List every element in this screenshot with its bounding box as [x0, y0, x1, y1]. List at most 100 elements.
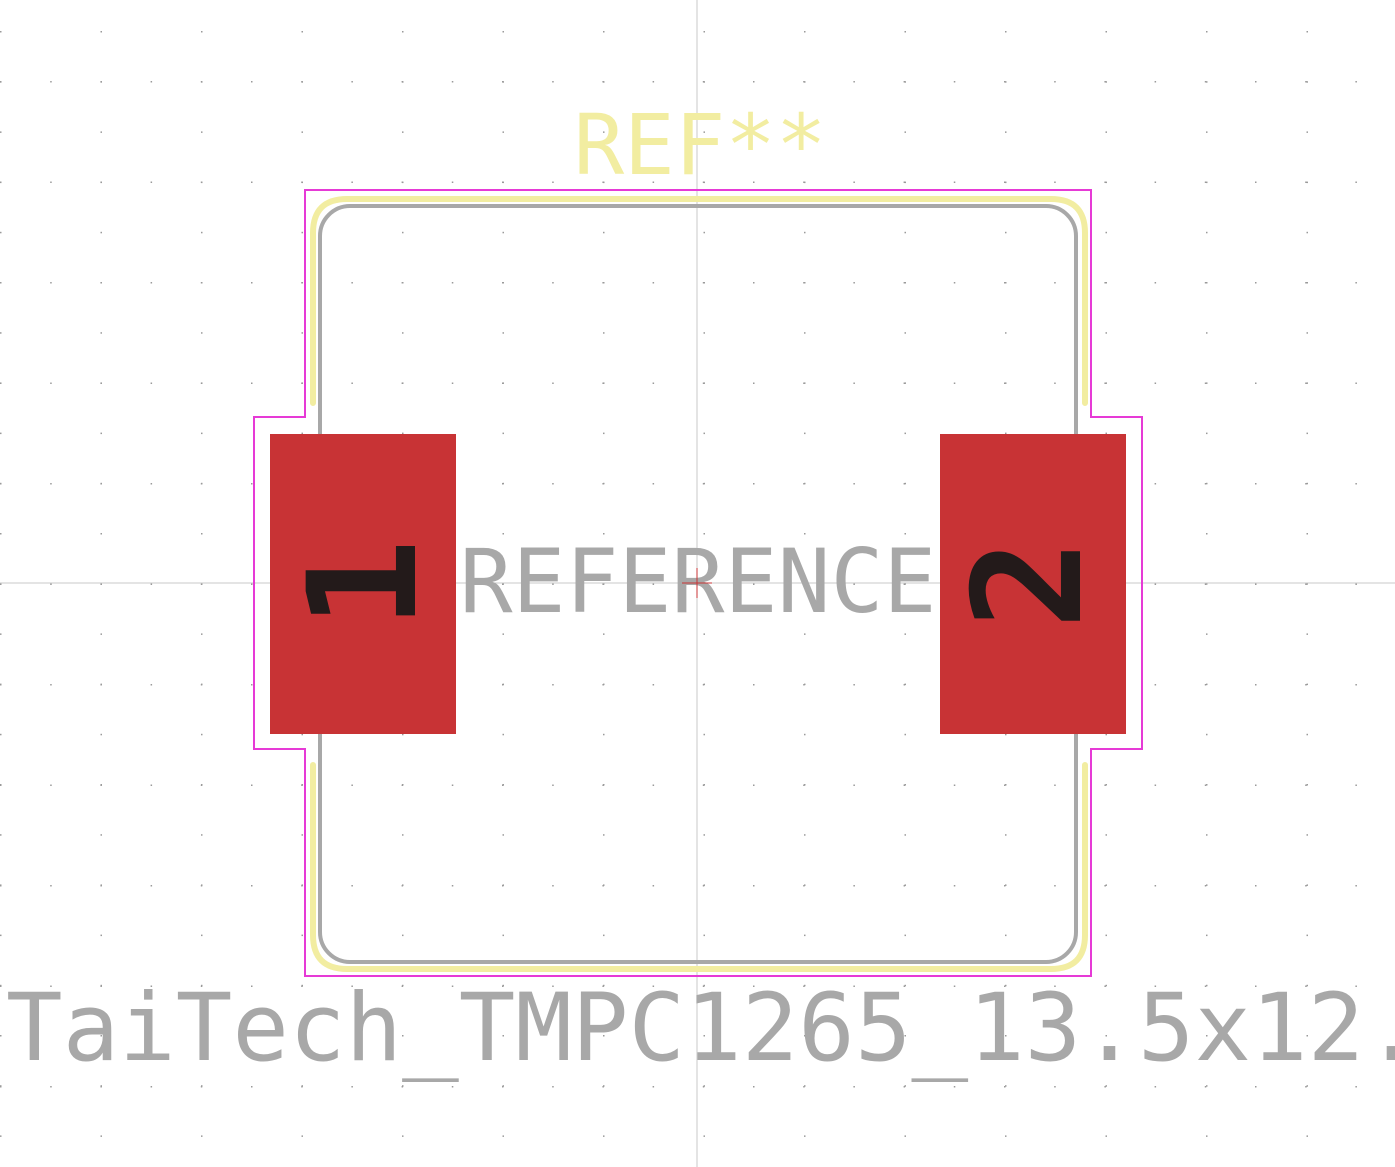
grid-dot: [702, 1086, 705, 1088]
grid-dot: [603, 934, 605, 937]
grid-dot: [652, 583, 655, 585]
grid-dot: [904, 1085, 906, 1087]
grid-dot: [603, 884, 605, 886]
grid-dot: [904, 181, 906, 184]
grid-dot: [1206, 683, 1208, 686]
grid-dot: [50, 583, 52, 585]
grid-dot: [402, 834, 404, 836]
grid-dot: [100, 934, 102, 937]
grid-dot: [652, 382, 655, 384]
pad-2-copper[interactable]: [940, 434, 1126, 734]
grid-dot: [251, 1086, 253, 1088]
grid-dot: [351, 985, 353, 987]
grid-dot: [1306, 282, 1308, 284]
grid-dot: [803, 1086, 805, 1088]
grid-dot: [953, 784, 956, 786]
grid-dot: [1104, 784, 1106, 786]
grid-dot: [1305, 684, 1307, 686]
grid-dot: [603, 482, 605, 485]
grid-dot: [502, 382, 504, 384]
grid-dot: [502, 633, 504, 635]
grid-dot: [50, 784, 52, 786]
grid-dot: [0, 834, 2, 836]
grid-dot: [301, 1086, 303, 1088]
grid-dot: [1105, 131, 1107, 133]
grid-dot: [803, 382, 805, 384]
grid-dot: [150, 583, 153, 585]
grid-dot: [201, 834, 203, 836]
grid-dot: [1206, 282, 1208, 284]
grid-dot: [603, 131, 605, 133]
grid-dot: [301, 834, 303, 836]
grid-dot: [1104, 382, 1106, 384]
grid-dot: [1005, 382, 1007, 384]
grid-dot: [1306, 482, 1308, 485]
grid-dot: [502, 81, 504, 83]
grid-dot: [1306, 683, 1308, 686]
grid-dot: [0, 733, 2, 736]
grid-dot: [753, 583, 755, 585]
grid-dot: [1105, 784, 1107, 786]
grid-dot: [301, 984, 303, 987]
grid-dot: [853, 885, 855, 887]
pad-1[interactable]: 1: [270, 434, 456, 734]
grid-dot: [1204, 583, 1207, 585]
grid-dot: [552, 885, 554, 887]
grid-dot: [502, 834, 504, 836]
grid-dot: [0, 583, 2, 585]
grid-dot: [753, 985, 755, 987]
grid-dot: [502, 984, 504, 987]
pad-1-copper[interactable]: [270, 434, 456, 734]
grid-dot: [150, 885, 153, 887]
grid-dot: [50, 181, 52, 183]
grid-dot: [552, 282, 554, 284]
grid-dot: [402, 784, 404, 786]
grid-dot: [1104, 282, 1106, 284]
grid-dot: [1005, 432, 1007, 435]
grid-dot: [451, 181, 454, 183]
grid-dot: [652, 784, 655, 786]
grid-dot: [201, 934, 203, 937]
grid-dot: [853, 282, 855, 284]
grid-dot: [1306, 984, 1308, 987]
grid-dot: [50, 985, 52, 987]
grid-dot: [100, 31, 102, 33]
grid-dot: [201, 633, 203, 635]
grid-dot: [1206, 482, 1208, 485]
grid-dot: [451, 382, 454, 384]
grid-dot: [804, 834, 806, 836]
grid-dot: [100, 583, 102, 585]
grid-dot: [451, 985, 454, 987]
grid-dot: [1355, 1086, 1357, 1088]
grid-dot: [1206, 733, 1208, 736]
grid-dot: [301, 31, 303, 33]
grid-dot: [953, 181, 956, 183]
grid-dot: [804, 633, 806, 635]
grid-dot: [351, 181, 353, 183]
grid-dot: [603, 282, 605, 284]
grid-dot: [803, 483, 805, 485]
grid-dot: [803, 985, 805, 987]
grid-dot: [804, 332, 806, 334]
grid-dot: [1105, 733, 1107, 736]
grid-dot: [603, 683, 605, 686]
grid-dot: [100, 733, 102, 736]
grid-dot: [804, 31, 806, 33]
grid-dot: [351, 784, 353, 786]
grid-dots: [0, 31, 1357, 1137]
grid-dot: [1005, 984, 1007, 987]
grid-dot: [1255, 885, 1257, 887]
grid-dot: [1306, 533, 1308, 535]
grid-dot: [904, 382, 906, 384]
grid-dot: [402, 884, 404, 886]
pad-2[interactable]: 2: [940, 434, 1126, 734]
grid-dot: [150, 784, 153, 786]
grid-dot: [904, 432, 906, 435]
grid-dot: [903, 583, 906, 585]
grid-dot: [150, 985, 153, 987]
grid-dot: [1204, 784, 1207, 786]
grid-dot: [502, 1135, 504, 1137]
grid-dot: [703, 282, 705, 284]
grid-dot: [1204, 885, 1207, 887]
grid-dot: [301, 934, 303, 937]
